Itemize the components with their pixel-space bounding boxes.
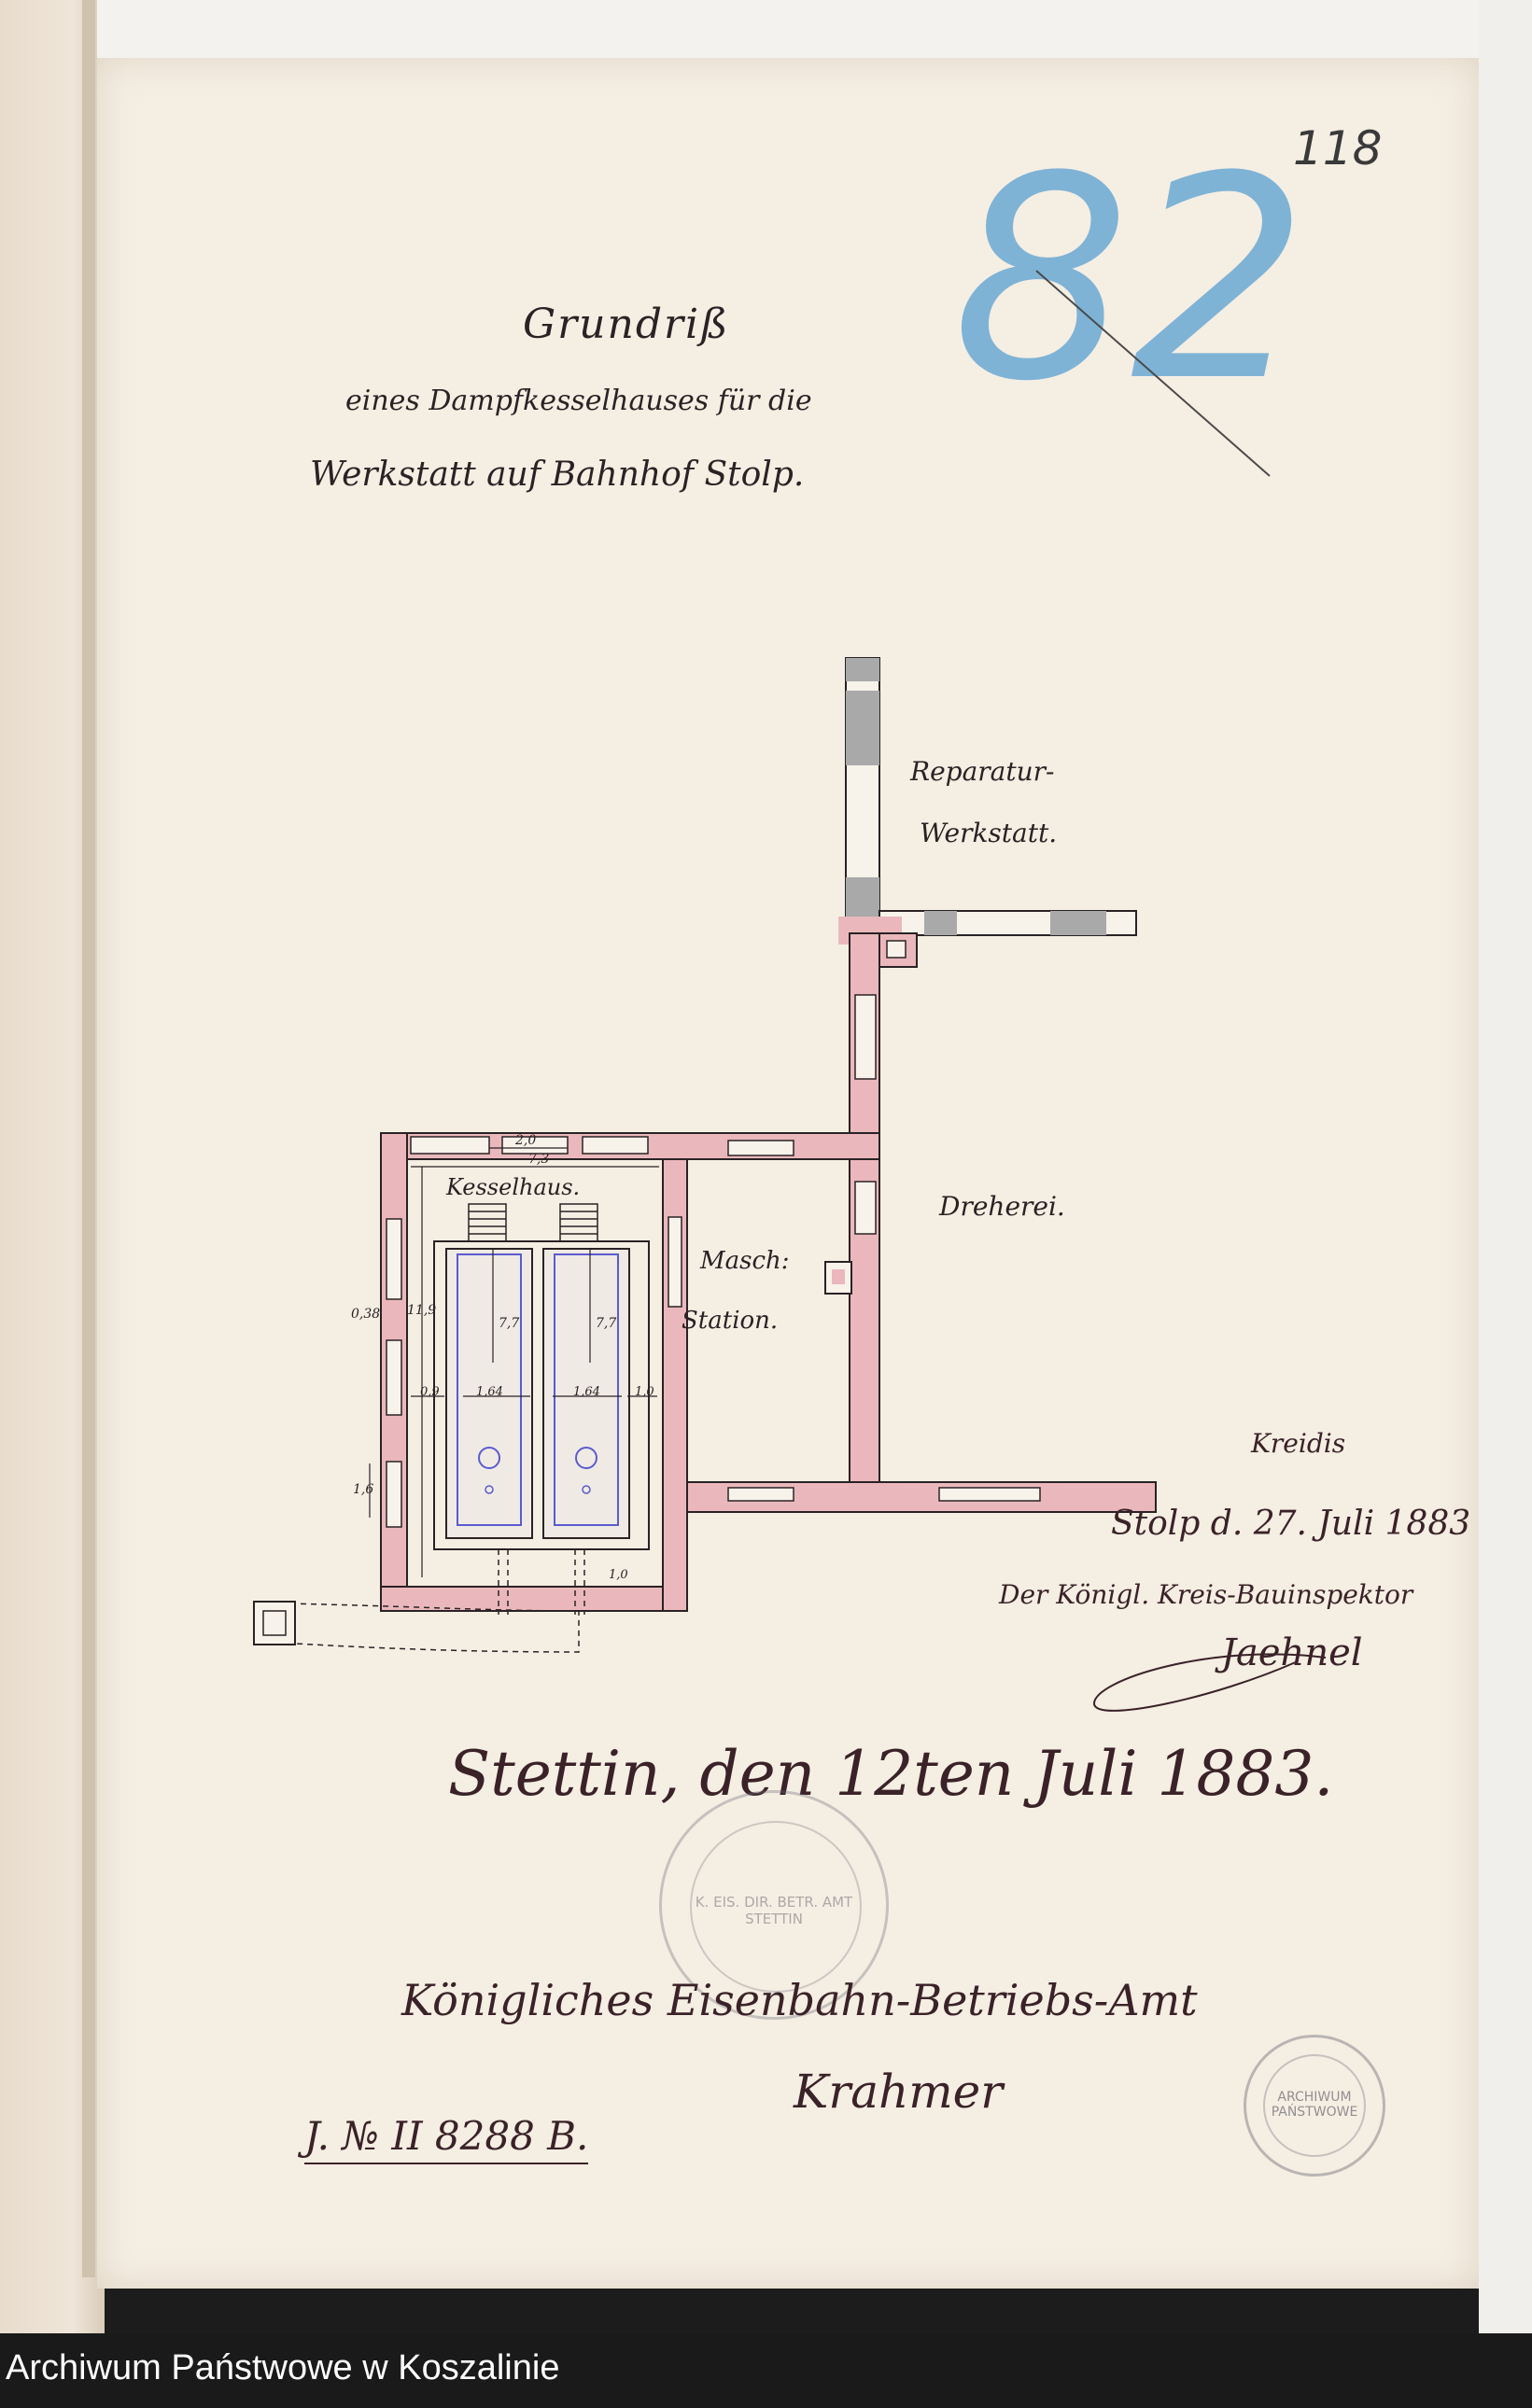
approval-place-date: Stolp d. 27. Juli 1883 [1111, 1505, 1471, 1543]
reference-number: J. № II 8288 B. [304, 2113, 589, 2164]
approval-heading: Kreidis [1251, 1428, 1346, 1459]
authority-signature: Königliches Eisenbahn-Betriebs-Amt [401, 1975, 1198, 2025]
dim-1-0a: 1,0 [635, 1385, 654, 1399]
archive-footer-label: Archiwum Państwowe w Koszalinie [6, 2348, 560, 2387]
dim-11-9: 11,9 [407, 1303, 437, 1318]
room-label-station: Station. [682, 1307, 779, 1335]
archive-stamp: ARCHIWUM PAŃSTWOWE [1244, 2035, 1385, 2177]
dim-7-7b: 7,7 [596, 1316, 617, 1331]
archive-stamp-text: ARCHIWUM PAŃSTWOWE [1271, 2090, 1358, 2120]
dim-7-7a: 7,7 [499, 1316, 520, 1331]
bottom-wall [686, 1481, 1157, 1513]
document-subtitle-line2: Werkstatt auf Bahnhof Stolp. [310, 455, 805, 494]
chimney-square [875, 932, 918, 968]
approval-signature: Jaehnel [1221, 1631, 1363, 1674]
approval-office: Der Königl. Kreis-Bauinspektor [999, 1579, 1413, 1610]
binding-edge [82, 0, 95, 2277]
official-stamp-text: K. EIS. DIR. BETR. AMT STETTIN [695, 1894, 853, 1927]
signer-name: Krahmer [794, 2065, 1004, 2119]
vertical-wall-dreherei [824, 932, 880, 1513]
boilers [253, 1203, 650, 1653]
blue-pencil-number: 82 [952, 117, 1309, 442]
dim-1-6: 1,6 [353, 1482, 374, 1497]
dim-7-3: 7,3 [528, 1152, 550, 1167]
archive-footer-bar: Archiwum Państwowe w Koszalinie [0, 2333, 1532, 2408]
place-date: Stettin, den 12ten Juli 1883. [448, 1738, 1334, 1810]
room-label-werkstatt: Werkstatt. [920, 818, 1058, 848]
dim-1-0b: 1,0 [609, 1568, 628, 1582]
dimension-lines [369, 1147, 659, 1577]
official-stamp: K. EIS. DIR. BETR. AMT STETTIN [659, 1790, 889, 2020]
folio-number: 118 [1293, 121, 1383, 175]
top-margin [97, 0, 1532, 58]
dim-0-9: 0,9 [420, 1385, 440, 1399]
dim-1-64a: 1,64 [476, 1385, 503, 1399]
dim-0-38: 0,38 [351, 1307, 381, 1322]
room-label-dreherei: Dreherei. [939, 1191, 1065, 1222]
room-label-kesselhaus: Kesselhaus. [446, 1174, 581, 1200]
room-label-masch: Masch: [700, 1247, 790, 1275]
document-title: Grundriß [523, 301, 730, 348]
top-wall [380, 1132, 880, 1160]
dim-2-0: 2,0 [515, 1133, 537, 1148]
kesselhaus-walls [380, 1132, 688, 1612]
room-label-reparatur: Reparatur- [910, 756, 1055, 787]
right-margin [1479, 0, 1532, 2333]
document-subtitle-line1: eines Dampfkesselhauses für die [345, 385, 812, 417]
dim-1-64b: 1,64 [573, 1385, 600, 1399]
